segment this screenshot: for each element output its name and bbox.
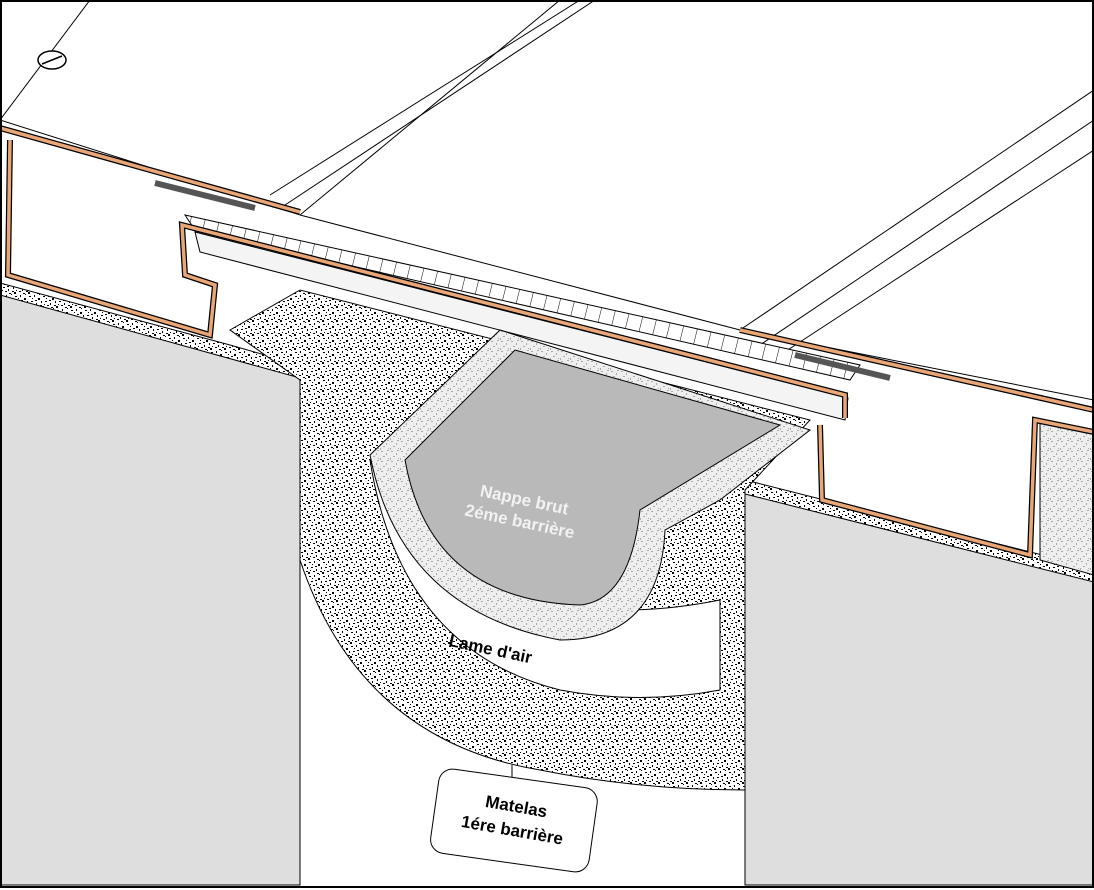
seal-strip-left: [154, 180, 256, 211]
copper-profile-right-fill: [739, 328, 1094, 558]
mattress-callout: [430, 768, 598, 873]
membrane-nappe: [404, 349, 782, 606]
copper-profile-left-fill: [0, 126, 847, 418]
left-block: [0, 289, 301, 886]
right-fill: [1039, 419, 1094, 576]
bolt-icon: [37, 50, 67, 70]
deck-surface: [0, 0, 1094, 401]
seal-strip-right: [794, 352, 891, 381]
